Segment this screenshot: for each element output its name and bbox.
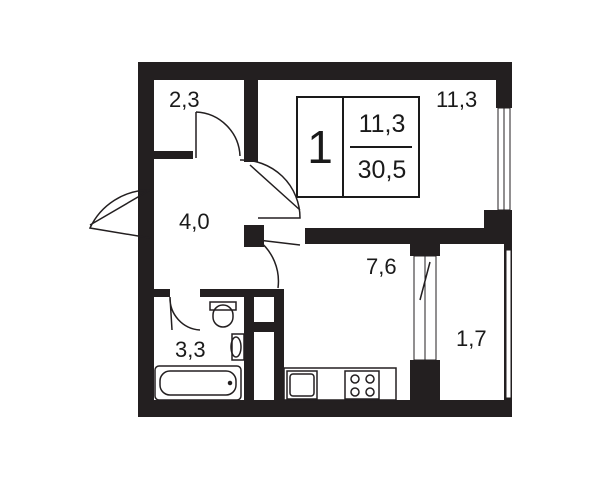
doors: [88, 111, 431, 331]
wall-kitchen-window-bottom: [410, 360, 440, 400]
room-area-bathroom: 3,3: [175, 337, 206, 362]
living-area: 11,3: [358, 110, 406, 138]
total-area: 30,5: [357, 156, 407, 184]
wall-storage-bottom-left: [138, 151, 193, 159]
wall-right-living: [496, 62, 512, 108]
windows: [413, 107, 512, 399]
door-bathroom: [169, 296, 201, 331]
sink-icon: [230, 333, 245, 361]
bathtub-icon: [154, 365, 242, 401]
door-balcony: [419, 261, 431, 301]
wall-hall-bath-left: [138, 289, 170, 297]
kitchen-sink-icon: [286, 370, 318, 400]
door-living: [239, 159, 301, 219]
wall-bath-right-a: [244, 289, 254, 417]
toilet-icon: [209, 301, 237, 328]
wall-living-kitchen: [305, 228, 512, 244]
wall-storage-right: [244, 62, 258, 162]
room-area-living-room: 11,3: [436, 87, 478, 112]
wall-top: [138, 62, 512, 80]
wall-bath-top: [200, 289, 282, 297]
room-area-hallway: 4,0: [179, 209, 210, 234]
room-count: 1: [298, 98, 344, 196]
wall-living-stub2: [244, 232, 258, 246]
door-entrance: [88, 189, 151, 239]
door-storage: [195, 111, 241, 158]
room-area-storage: 2,3: [169, 87, 200, 112]
wall-left: [138, 62, 154, 417]
apartment-summary-badge: 1 11,3 30,5: [296, 96, 420, 198]
fraction-bar: [350, 146, 412, 148]
wall-bath-mid: [244, 322, 284, 332]
kitchen-counter: [283, 367, 397, 401]
room-area-kitchen: 7,6: [366, 254, 397, 279]
window-balcony: [505, 249, 512, 399]
room-area-balcony: 1,7: [456, 326, 487, 351]
wall-bath-right-b: [274, 289, 284, 417]
door-kitchen: [257, 239, 301, 289]
wall-bottom: [138, 400, 512, 417]
wall-kitchen-window-top: [410, 228, 440, 256]
stove-icon: [344, 370, 380, 400]
